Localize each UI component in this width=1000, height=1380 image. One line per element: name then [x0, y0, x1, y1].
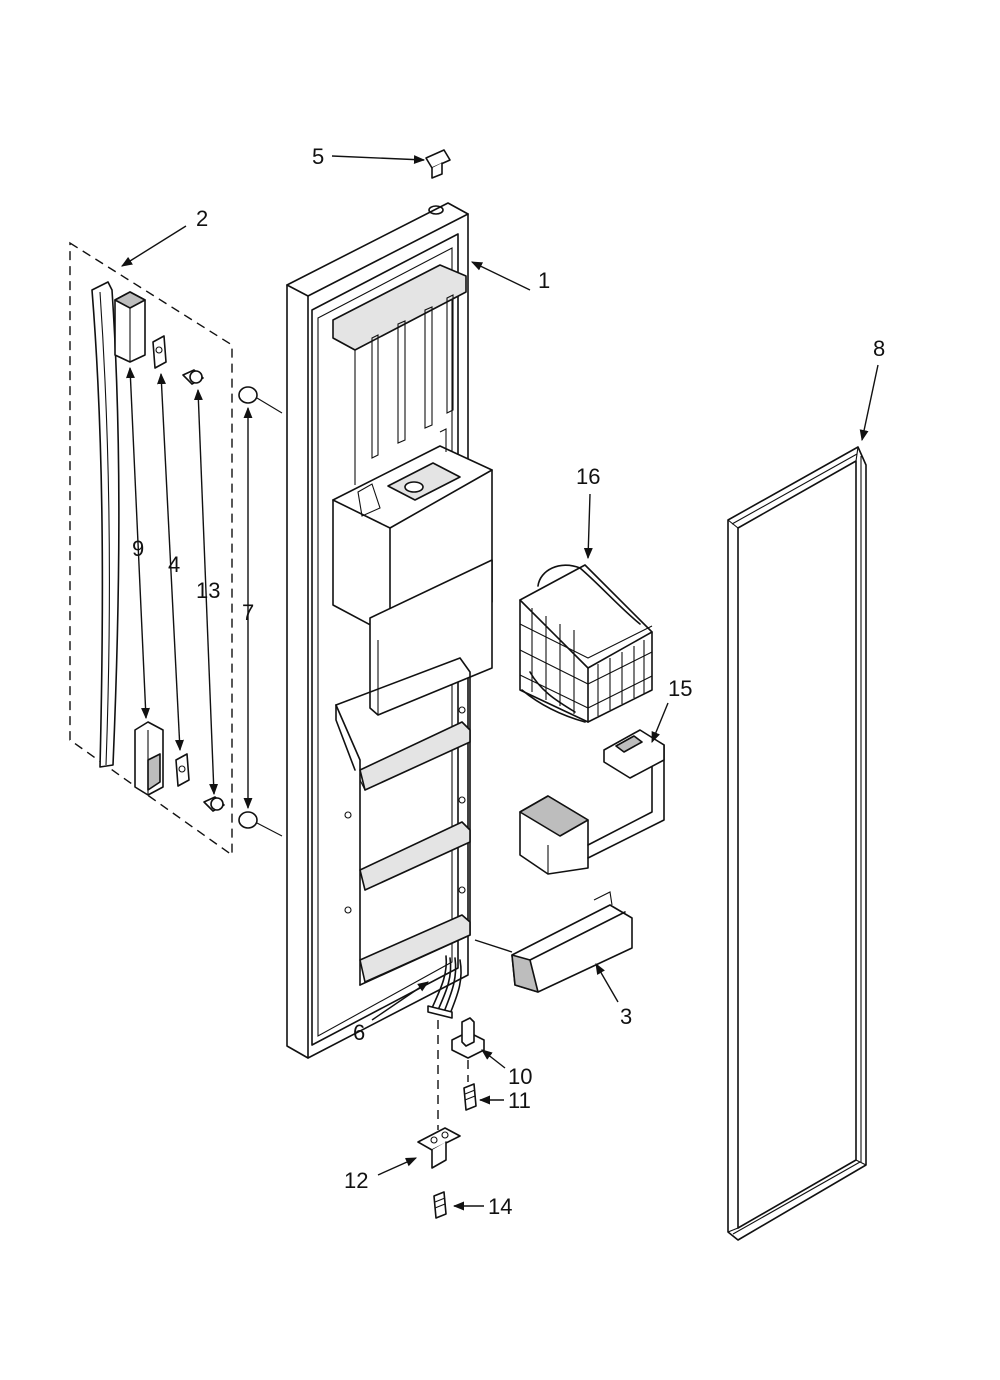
- hinge-screw: [463, 1083, 477, 1111]
- door-bin: [474, 891, 633, 993]
- callout-labels: 1 2 3 4 5 6 7 8 9 10 11 12 13 14 15 16: [132, 144, 885, 1219]
- handle-screw: [182, 369, 225, 812]
- door-gasket: [727, 446, 867, 1241]
- handle-clip: [152, 335, 190, 787]
- callout-1: 1: [538, 268, 550, 293]
- callout-15: 15: [668, 676, 692, 701]
- hinge-pin: [451, 1017, 485, 1082]
- bottom-hinge-bracket: [417, 1127, 461, 1169]
- dispenser-shelf-bracket: [519, 729, 665, 875]
- wire-basket: [519, 564, 653, 723]
- callout-16: 16: [576, 464, 600, 489]
- callout-2: 2: [196, 206, 208, 231]
- callout-9: 9: [132, 536, 144, 561]
- callout-14: 14: [488, 1194, 512, 1219]
- callout-12: 12: [344, 1168, 368, 1193]
- assembly-arrows: [125, 366, 253, 810]
- hinge-pin-cap: [425, 149, 451, 215]
- handle-mounting-stud: [238, 386, 283, 837]
- callout-6: 6: [353, 1020, 365, 1045]
- bracket-screw: [433, 1191, 447, 1219]
- callout-5: 5: [312, 144, 324, 169]
- callout-13: 13: [196, 578, 220, 603]
- callout-3: 3: [620, 1004, 632, 1029]
- wire-harness: [427, 955, 462, 1130]
- callout-10: 10: [508, 1064, 532, 1089]
- callout-11: 11: [508, 1088, 531, 1113]
- door-handle: [91, 281, 164, 796]
- handle-assembly-box: [69, 241, 233, 857]
- callout-7: 7: [242, 600, 254, 625]
- freezer-door-panel: [286, 202, 493, 1059]
- leader-lines: [121, 155, 879, 1211]
- callout-8: 8: [873, 336, 885, 361]
- callout-4: 4: [168, 552, 180, 577]
